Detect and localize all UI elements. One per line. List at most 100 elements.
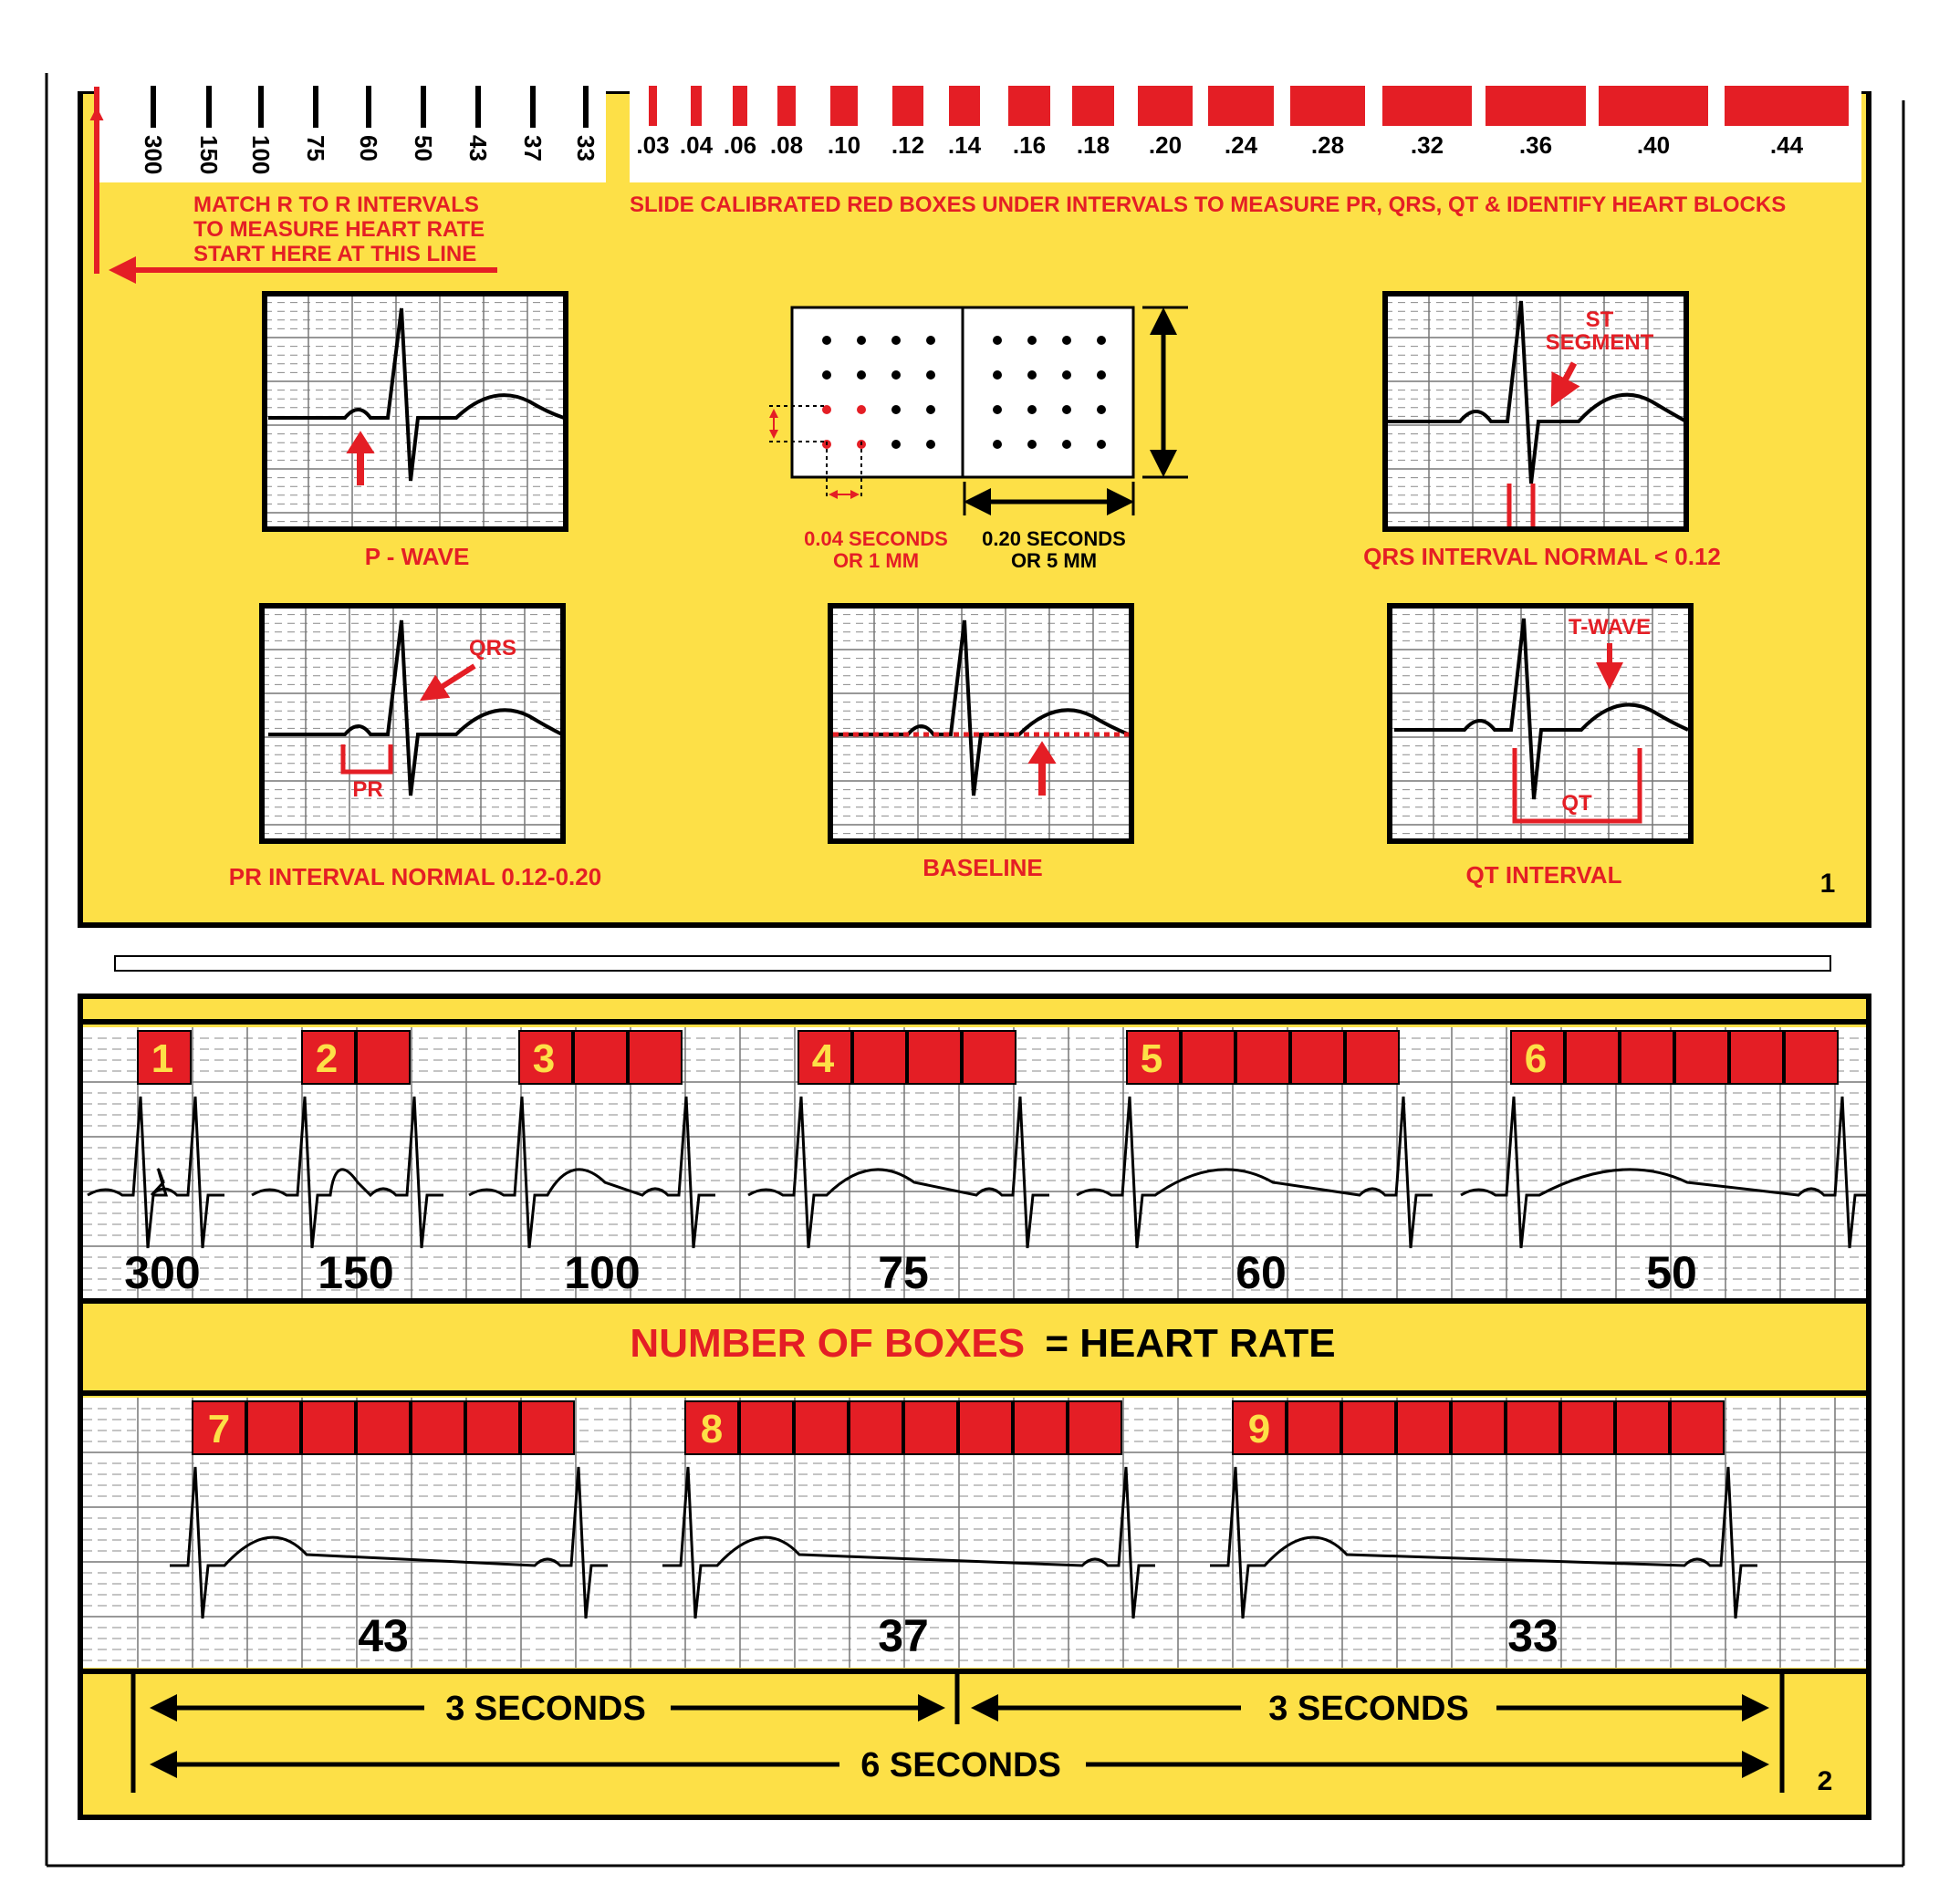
grid-dot [891,370,901,380]
red-box [411,1400,465,1455]
panel-baseline: BASELINE [828,603,1134,881]
grid-dot [1062,405,1071,414]
interval-label: .20 [1149,131,1182,159]
red-box [739,1400,794,1455]
ecg-trace [170,1466,608,1619]
grid-paper [262,606,563,841]
rate-tick-label: 300 [140,135,167,174]
rate-ruler-area [95,82,606,182]
rate-label: 50 [1646,1247,1697,1298]
rate-label: 100 [564,1247,640,1298]
instruction-left-3: START HERE AT THIS LINE [193,242,476,266]
ecg-trace [251,1096,443,1249]
rate-label: 43 [358,1610,409,1661]
rate-tick-label: 33 [572,135,599,161]
interval-box [1072,86,1114,126]
grid-dot [891,440,901,449]
ecg-grid [1387,603,1694,844]
rate-label: 60 [1235,1247,1287,1298]
instruction-right: SLIDE CALIBRATED RED BOXES UNDER INTERVA… [630,192,1786,217]
red-box [1341,1400,1396,1455]
grid-border [262,291,568,532]
red-box [1345,1030,1400,1085]
grid-dot [993,336,1002,345]
interval-label: .36 [1519,131,1552,159]
red-box [1560,1400,1615,1455]
grid-dot [1062,440,1071,449]
ecg-trace [1076,1096,1433,1249]
grid-dot [926,405,935,414]
grid-dot [926,370,935,380]
interval-box [1208,86,1274,126]
red-box [192,1400,246,1455]
interval-box [830,86,858,126]
ecg-trace [87,1096,224,1249]
ecg-trace [833,619,1130,796]
interval-box [1138,86,1193,126]
red-box [1287,1400,1341,1455]
red-box [1565,1030,1620,1085]
interval-box [1599,86,1708,126]
rate-tick-label: 50 [410,135,437,161]
rate-tick-label: 75 [302,135,329,161]
grid-dot [822,370,831,380]
up-arrow [346,431,375,485]
grid-dot [1097,405,1106,414]
instruction-left-2: TO MEASURE HEART RATE [193,217,485,242]
qrs-arrow [419,663,476,702]
large-box-caption-1: 0.20 SECONDS [982,527,1126,550]
red-box [903,1400,958,1455]
rate-tick-label: 37 [519,135,547,161]
cut-line [114,955,1831,972]
interval-label: .24 [1225,131,1258,159]
red-box [1068,1400,1122,1455]
page-border [45,73,1905,1868]
box-count-label: 5 [1141,1036,1162,1081]
red-box [852,1030,907,1085]
panel-caption: PR INTERVAL NORMAL 0.12-0.20 [229,863,601,890]
red-box [907,1030,962,1085]
ecg-traces [87,1096,1871,1249]
red-box [1181,1030,1235,1085]
red-box [1674,1030,1729,1085]
start-line [89,87,497,284]
red-box [465,1400,520,1455]
interval-ruler[interactable]: .03.04.06.08.10.12.14.16.18.20.24.28.32.… [636,86,1849,159]
interval-box [649,86,657,126]
box-count-label: 2 [316,1036,338,1081]
panel-caption: BASELINE [923,854,1042,881]
interval-box [949,86,980,126]
red-box [1126,1030,1181,1085]
grid-dot [1027,405,1037,414]
grid-dot [993,405,1002,414]
interval-box [1725,86,1849,126]
ecg-trace [268,307,565,482]
red-box [1013,1400,1068,1455]
interval-box [1008,86,1050,126]
box-count-label: 8 [701,1407,723,1451]
red-box [137,1030,192,1085]
red-box [1290,1030,1345,1085]
time-scale: 3 SECONDS 3 SECONDS 6 SECONDS [130,1671,1785,1793]
red-box [246,1400,301,1455]
grid-dot [857,405,866,414]
ecg-trace [747,1096,1049,1249]
rate-label: 37 [878,1610,929,1661]
grid-dot [926,336,935,345]
grid-dot [822,405,831,414]
page-number-1: 1 [1820,869,1836,899]
panel-grid-scale: 0.04 SECONDS OR 1 MM 0.20 SECONDS OR 5 M… [769,306,1188,572]
red-box [301,1030,356,1085]
panel-caption: P - WAVE [365,543,470,570]
box-count-label: 9 [1248,1407,1270,1451]
page-number-2: 2 [1818,1766,1833,1796]
red-box [1615,1400,1670,1455]
interval-label: .18 [1077,131,1110,159]
grid-dot [1097,440,1106,449]
interval-label: .14 [948,131,982,159]
large-box-caption-2: OR 5 MM [1011,549,1097,572]
